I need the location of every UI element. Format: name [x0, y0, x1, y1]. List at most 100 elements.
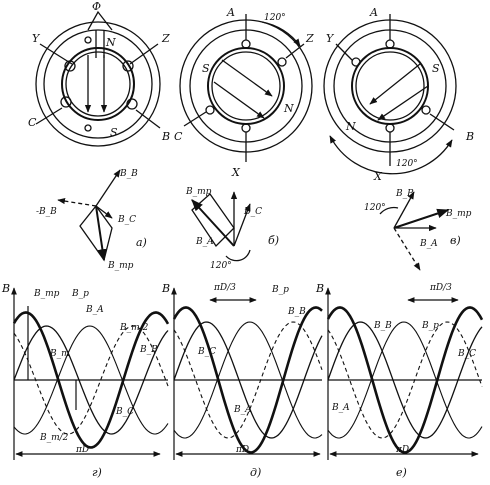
slot-conductor — [385, 39, 395, 49]
motor-a — [35, 10, 161, 147]
vector-c — [95, 205, 113, 219]
span-label: πD — [75, 445, 89, 455]
vector-result — [393, 208, 450, 229]
motor-c — [323, 14, 457, 175]
vector-label: B_B — [395, 189, 414, 199]
slot-conductor — [241, 123, 251, 133]
terminal-c — [183, 111, 207, 127]
axis-label: B — [161, 282, 170, 295]
slot-conductor — [64, 60, 76, 72]
wave-curves-g — [12, 311, 170, 449]
slot-conductor — [84, 36, 92, 44]
terminal-c — [35, 107, 63, 125]
vector-parallelogram — [191, 193, 235, 248]
vector-label: 120° — [210, 261, 232, 271]
slot-conductor — [126, 98, 138, 110]
resultant-wave — [12, 311, 170, 449]
vector-label: B_mp — [445, 209, 472, 219]
slot-conductor — [351, 57, 361, 67]
terminal-y — [335, 43, 353, 61]
pole-label-s: S — [432, 62, 440, 75]
caption-a: а) — [136, 236, 147, 249]
caption-e: е) — [396, 466, 407, 479]
wave-panel-e — [325, 287, 482, 460]
rotor-inner — [65, 51, 131, 117]
vector-result — [191, 199, 235, 247]
pole-label-n: N — [345, 120, 356, 133]
terminal-z — [285, 43, 305, 59]
angle-label: 120° — [396, 159, 418, 169]
vector-diagram-b — [191, 191, 251, 262]
vector-label: B_B — [119, 169, 138, 179]
span-label: πD — [395, 445, 409, 455]
phase-label-y: Y — [326, 32, 335, 45]
phase-wave — [173, 321, 323, 439]
phase-label-a: A — [226, 6, 235, 19]
stator-outer — [35, 21, 161, 147]
shift-label: πD/3 — [213, 283, 236, 293]
rotor-inner — [355, 51, 425, 121]
wave-label: B_p — [421, 321, 439, 331]
vector-b — [393, 191, 415, 229]
slot-conductor — [84, 124, 92, 132]
terminal-z — [129, 43, 159, 65]
rotation-arc — [261, 21, 301, 47]
wave-label: B_m — [49, 349, 70, 359]
stator-inner — [189, 29, 303, 143]
phase-label-a: A — [369, 6, 378, 19]
phase-label-z: Z — [305, 32, 314, 45]
phase-label-c: C — [28, 116, 37, 129]
vector-diagram-c — [379, 191, 450, 271]
wave-label: B_B — [287, 307, 306, 317]
phase-wave — [327, 321, 483, 439]
shift-label: πD/3 — [429, 283, 452, 293]
pole-label-n: N — [105, 36, 116, 49]
slot-conductor — [122, 60, 134, 72]
angle-arc — [379, 206, 399, 215]
slot-conductor — [385, 123, 395, 133]
phase-wave — [13, 325, 169, 435]
slot-conductor — [421, 105, 431, 115]
vector-c — [233, 203, 251, 247]
vector-label: B_A — [195, 237, 214, 247]
wave-label: B_A — [233, 405, 252, 415]
wave-label: B_m/2 — [39, 433, 69, 443]
phase-label-y: Y — [32, 32, 41, 45]
rotor-inner — [211, 51, 281, 121]
vector-parallelogram — [79, 204, 113, 262]
caption-b: б) — [268, 234, 279, 247]
caption-c: в) — [450, 234, 461, 247]
phase-label-b: B — [161, 130, 170, 143]
phase-wave — [327, 321, 483, 439]
wave-label: B_C — [457, 349, 476, 359]
phase-wave — [173, 321, 323, 439]
wave-label: B_A — [85, 305, 104, 315]
vector-label: B_C — [243, 207, 262, 217]
wave-label: B_m/2 — [119, 323, 149, 333]
axis-label: B — [315, 282, 324, 295]
vector-label: -B_B — [36, 207, 57, 217]
slot-conductor — [205, 105, 215, 115]
flux-line — [377, 85, 429, 121]
vector-result — [95, 205, 108, 262]
slot-conductor — [241, 39, 251, 49]
wave-label: B_C — [115, 407, 134, 417]
caption-d: д) — [250, 466, 261, 479]
wave-label: B_p — [271, 285, 289, 295]
pole-label-n: N — [283, 102, 294, 115]
wave-panel-g — [11, 287, 168, 460]
wave-curves-e — [326, 306, 484, 454]
vector-label: B_mp — [107, 261, 134, 271]
phase-label-x: X — [231, 166, 241, 179]
angle-arc — [329, 135, 453, 175]
vector-minus-b — [57, 198, 97, 207]
motor-b — [179, 14, 313, 162]
vector-label: B_A — [419, 239, 438, 249]
resultant-wave — [326, 306, 484, 454]
vector-label: 120° — [364, 203, 386, 213]
wave-label: B_A — [331, 403, 350, 413]
vector-dashed — [393, 227, 421, 271]
phase-label-x: X — [373, 170, 383, 183]
pole-label-s: S — [110, 126, 118, 139]
